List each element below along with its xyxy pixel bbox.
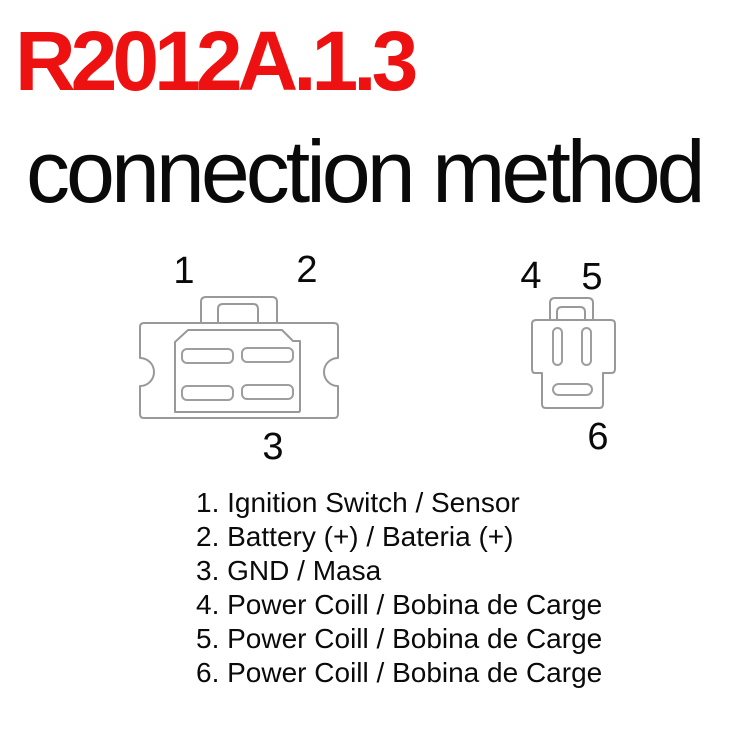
legend-item-3: 3. GND / Masa: [196, 555, 382, 586]
legend-item-5: 5. Power Coill / Bobina de Carge: [196, 623, 603, 654]
legend-item-2: 2. Battery (+) / Bateria (+): [196, 521, 514, 552]
connector-right-slot-4: [552, 327, 563, 366]
page-subtitle: connection method: [26, 122, 706, 221]
connector-right-slot-5: [581, 327, 592, 366]
connector-left-slot-1: [181, 348, 234, 364]
legend-item-4: 4. Power Coill / Bobina de Carge: [196, 589, 603, 620]
connector-left-diagram: [139, 296, 339, 419]
connector-left-latch-inner: [217, 303, 259, 324]
legend-item-1: 1. Ignition Switch / Sensor: [196, 487, 520, 518]
connector-right-latch-inner: [556, 306, 586, 321]
connector-left-slot-3a: [181, 385, 234, 401]
connector-right-diagram: [531, 297, 616, 409]
connector-right-slot-6: [552, 383, 593, 396]
legend-item-6: 6. Power Coill / Bobina de Carge: [196, 657, 603, 688]
pin-legend: 1. Ignition Switch / Sensor 2. Battery (…: [196, 486, 602, 690]
connector-left-slot-3b: [241, 384, 294, 400]
pin-label-3: 3: [262, 426, 284, 468]
pin-label-2: 2: [296, 249, 318, 291]
pin-label-5: 5: [581, 256, 603, 298]
pin-label-4: 4: [520, 255, 542, 297]
pin-label-1: 1: [173, 250, 195, 292]
pin-label-6: 6: [587, 416, 609, 458]
page-title: R2012A.1.3: [15, 14, 418, 108]
connector-left-slot-2: [241, 347, 294, 363]
